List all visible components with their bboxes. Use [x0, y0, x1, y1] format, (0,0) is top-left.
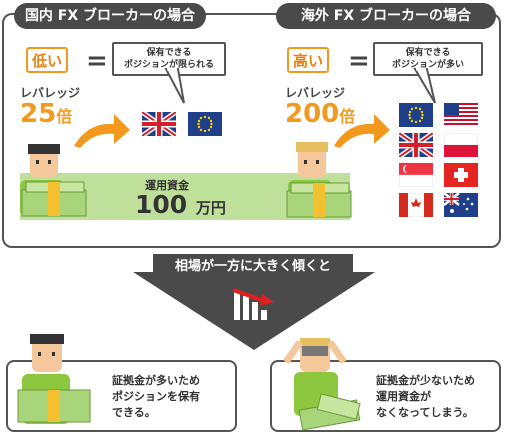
- leverage-number: 25: [20, 99, 57, 129]
- result-line: 運用資金が: [376, 390, 431, 403]
- funds-label: 運用資金: [145, 179, 189, 192]
- leverage-label-right: レバレッジ: [285, 86, 346, 100]
- result-text-right: 証拠金が少ないため 運用資金が なくなってしまう。: [376, 373, 475, 421]
- funds-amount: 100 万円: [135, 190, 226, 219]
- person-calm-icon: [17, 334, 91, 424]
- market-drop-icon: [233, 288, 274, 320]
- bubble-line: 保有できる: [405, 48, 451, 58]
- equals-sign: =: [348, 46, 370, 76]
- result-line: ポジションを保有: [112, 390, 200, 403]
- result-line: 証拠金が多いため: [112, 374, 200, 387]
- eu-flag-icon: [399, 103, 433, 127]
- person-distressed-icon: [283, 338, 361, 431]
- uk-flag-icon: [142, 112, 176, 136]
- arrow-right-icon: [74, 114, 130, 148]
- bubble-tail-right: [413, 67, 436, 104]
- funds-number: 100: [135, 190, 188, 219]
- bubble-line: ポジションが限られる: [123, 60, 214, 70]
- market-event-label: 相場が一方に大きく傾くと: [153, 254, 353, 280]
- bubble-line: ポジションが多い: [391, 60, 464, 70]
- australia-flag-icon: [444, 193, 478, 217]
- overseas-broker-title: 海外 FX ブローカーの場合: [276, 3, 496, 29]
- bubble-tail-left: [164, 67, 185, 104]
- leverage-value-left: 25倍: [20, 100, 72, 131]
- swiss-flag-icon: [444, 163, 478, 187]
- money-stack-right-icon: [286, 182, 352, 218]
- leverage-label-left: レバレッジ: [20, 86, 81, 100]
- us-flag-icon: [444, 103, 478, 127]
- singapore-flag-icon: [399, 163, 433, 187]
- result-line: 証拠金が少ないため: [376, 374, 475, 387]
- domestic-broker-title: 国内 FX ブローカーの場合: [14, 3, 206, 29]
- uk-flag-icon: [399, 133, 433, 157]
- result-text-left: 証拠金が多いため ポジションを保有 できる。: [112, 373, 200, 421]
- equals-sign: =: [86, 46, 108, 76]
- bubble-line: 保有できる: [146, 48, 192, 58]
- eu-flag-icon: [188, 112, 222, 136]
- high-badge: 高い: [287, 47, 329, 73]
- low-badge: 低い: [26, 47, 68, 73]
- leverage-unit: 倍: [56, 107, 73, 126]
- leverage-unit: 倍: [339, 107, 356, 126]
- canada-flag-icon: [399, 193, 433, 217]
- funds-unit: 万円: [195, 199, 226, 217]
- leverage-number: 200: [285, 99, 340, 129]
- poland-flag-icon: [444, 133, 478, 157]
- leverage-value-right: 200倍: [285, 100, 355, 131]
- result-line: なくなってしまう。: [376, 406, 474, 419]
- result-line: できる。: [112, 406, 156, 419]
- arrow-right-icon: [334, 114, 390, 148]
- money-stack-left-icon: [21, 181, 87, 217]
